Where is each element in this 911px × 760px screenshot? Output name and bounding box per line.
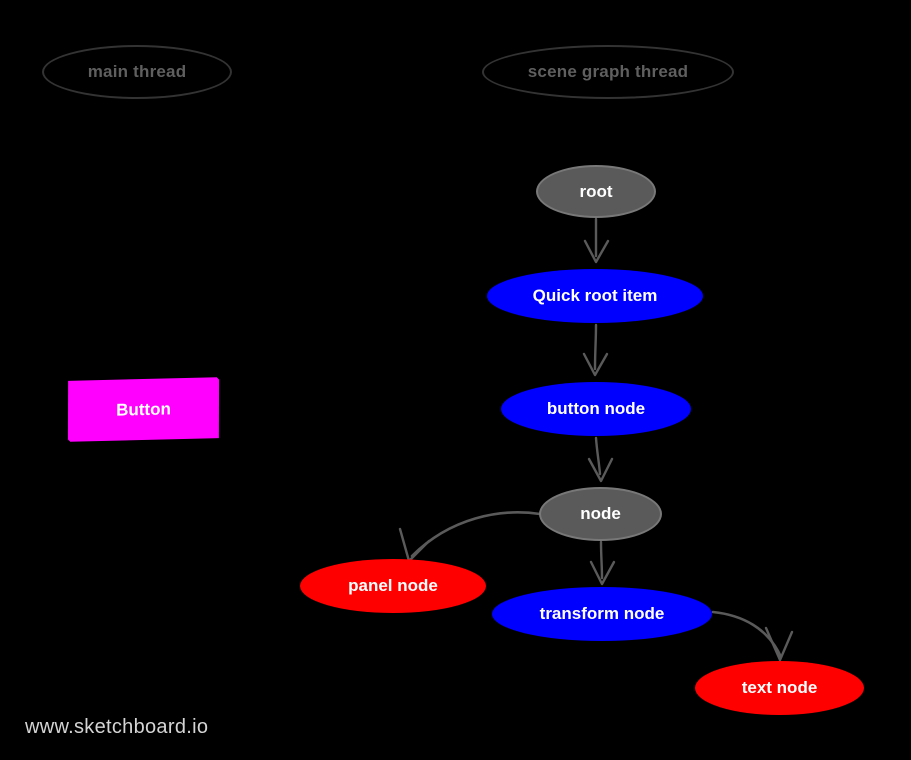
lane-main-thread-label: main thread <box>87 62 187 81</box>
node-root-label: root <box>579 181 613 201</box>
node-button-label: Button <box>116 398 171 420</box>
watermark: www.sketchboard.io <box>25 716 209 738</box>
node-button-node-label: button node <box>546 399 646 418</box>
node-node-label: node <box>580 504 621 523</box>
edge-root-to-quick-root-item <box>583 217 610 264</box>
edge-node-to-transform-node <box>589 540 616 586</box>
lane-scene-graph-thread[interactable]: scene graph thread <box>482 45 734 99</box>
node-transform-node[interactable]: transform node <box>492 587 712 641</box>
edge-transform-node-to-text-node <box>711 610 794 662</box>
edge-node-to-panel-node <box>398 511 542 563</box>
edge-quick-root-item-to-button-node <box>582 323 609 377</box>
node-text-node-label: text node <box>741 678 818 697</box>
node-node[interactable]: node <box>539 487 662 541</box>
lane-main-thread[interactable]: main thread <box>42 45 232 99</box>
node-panel-node-label: panel node <box>348 576 438 595</box>
edge-button-node-to-node <box>587 436 614 483</box>
node-quick-root-item-label: Quick root item <box>532 286 658 305</box>
node-root[interactable]: root <box>536 165 656 218</box>
node-text-node[interactable]: text node <box>695 661 864 715</box>
node-button[interactable]: Button <box>68 378 219 441</box>
lane-scene-graph-thread-label: scene graph thread <box>527 62 689 81</box>
node-transform-node-label: transform node <box>539 604 665 623</box>
node-quick-root-item[interactable]: Quick root item <box>487 269 703 323</box>
node-panel-node[interactable]: panel node <box>300 559 486 613</box>
node-button-node[interactable]: button node <box>501 382 691 436</box>
